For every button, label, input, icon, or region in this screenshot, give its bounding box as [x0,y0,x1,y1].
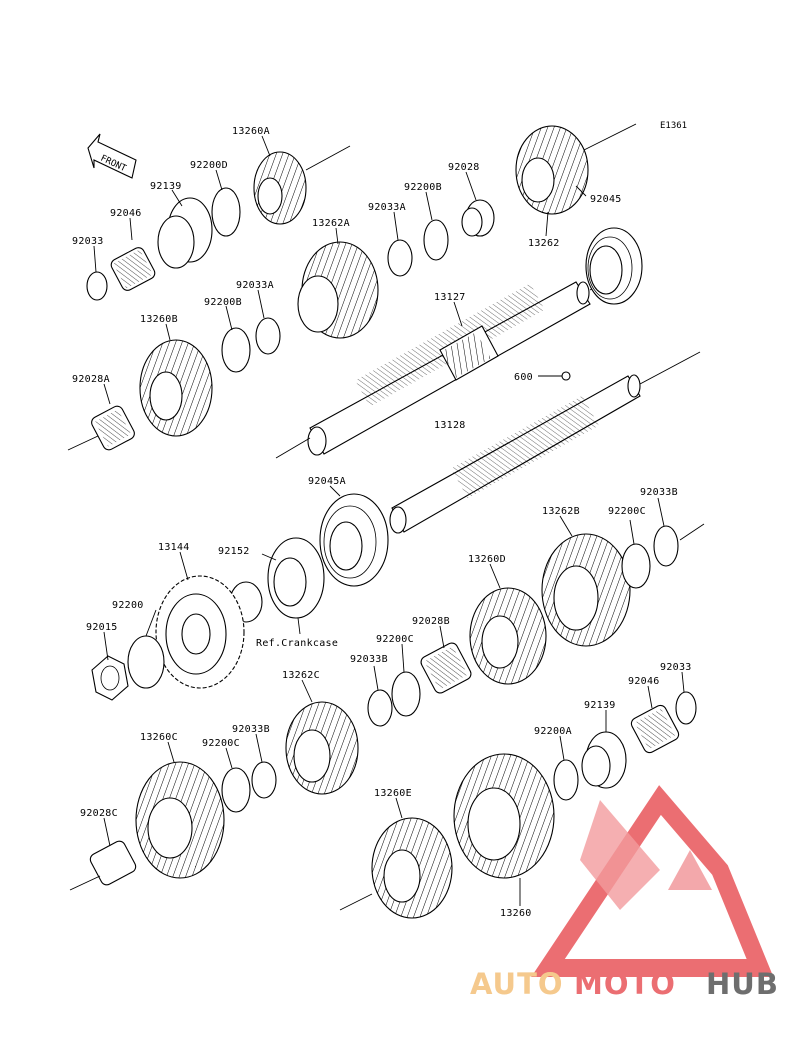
watermark-part1: AUTO [470,967,564,1001]
label-92028B: 92028B [412,616,450,627]
label-600: 600 [514,372,533,383]
label-92033B-mid: 92033B [350,654,388,665]
part-labels: 13260A 92200D 92139 92046 92033 13262A 9… [72,126,692,919]
label-13262B: 13262B [542,506,580,517]
diagram-code: E1361 [660,121,687,131]
label-92045: 92045 [590,194,622,205]
label-92046-right: 92046 [628,676,660,687]
label-13260D: 13260D [468,554,506,565]
label-92200: 92200 [112,600,144,611]
label-92028: 92028 [448,162,480,173]
washer-92200 [127,635,165,689]
label-13260A: 13260A [232,126,270,137]
label-92200C-mid: 92200C [376,634,414,645]
seal-92152 [267,537,325,619]
label-92046-top: 92046 [110,208,142,219]
gear-13262C [285,701,359,795]
shaft-13128 [389,351,701,534]
label-92200C-left: 92200C [202,738,240,749]
circlip-92033-right [675,691,697,725]
label-13144: 13144 [158,542,190,553]
label-ref-crankcase: Ref.Crankcase [256,638,338,649]
label-13262A: 13262A [312,218,350,229]
bushing-92028C [89,840,137,886]
label-13260B: 13260B [140,314,178,325]
bushing-92028 [461,199,495,237]
bushing-92028B [420,642,472,694]
gear-13260D [469,587,547,685]
shaft-13127 [275,265,635,459]
needle-bearing-92046-right [630,704,680,754]
needle-bearing-92046 [110,247,156,291]
label-92139-top: 92139 [150,181,182,192]
nut-92015 [91,655,129,701]
label-13262: 13262 [528,238,560,249]
label-13260: 13260 [500,908,532,919]
label-92033A-mid: 92033A [368,202,406,213]
label-92200B-left: 92200B [204,297,242,308]
label-92033-right: 92033 [660,662,692,673]
washer-92200C-mid [391,671,421,717]
label-92033A-left: 92033A [236,280,274,291]
label-13260C: 13260C [140,732,178,743]
circlip-92033B-mid [367,689,393,727]
label-92139-right: 92139 [584,700,616,711]
bearing-92045A [319,493,389,587]
gear-13262 [515,125,589,215]
watermark-part2: MOTO [574,967,676,1001]
washer-92200C-right [621,543,651,589]
label-13262C: 13262C [282,670,320,681]
washer-92200A [553,759,579,801]
circlip-92033A-left [255,317,281,355]
label-13127: 13127 [434,292,466,303]
label-92200A: 92200A [534,726,572,737]
washer-92200B-left [221,327,251,373]
label-13128: 13128 [434,420,466,431]
front-arrow-icon: FRONT [87,133,137,179]
sprocket-13144 [155,575,245,689]
gear-13260A [253,151,307,225]
label-13260E: 13260E [374,788,412,799]
circlip-92033A-mid [387,239,413,277]
washer-92200C-left [221,767,251,813]
label-92015: 92015 [86,622,118,633]
circlip-92033B-left [251,761,277,799]
ball-600 [561,371,571,381]
label-92200B-top: 92200B [404,182,442,193]
washer-92200B-top [423,219,449,261]
washer-92200D [211,187,241,237]
gear-13262A [297,241,379,339]
label-92200C-right: 92200C [608,506,646,517]
bushing-92139-right [581,731,627,789]
gear-13262B [541,533,631,647]
label-92033B-right: 92033B [640,487,678,498]
bushing-92028A [91,405,135,451]
gear-13260C [135,761,225,879]
leader-lines [93,135,685,906]
bearing-92045 [585,227,643,305]
label-92200D: 92200D [190,160,228,171]
label-92033B-left: 92033B [232,724,270,735]
gear-13260 [453,753,555,879]
label-92028A: 92028A [72,374,110,385]
label-92152: 92152 [218,546,250,557]
label-92028C: 92028C [80,808,118,819]
label-92045A: 92045A [308,476,346,487]
automotohub-logo: AUTO MOTO HUB [470,785,779,1001]
bushing-92139 [157,197,213,269]
gear-13260B [139,339,213,437]
watermark-part3: HUB [706,967,779,1001]
circlip-92033 [86,271,108,301]
label-92033-top: 92033 [72,236,104,247]
gear-13260E [371,817,453,919]
circlip-92033B-right [653,525,679,567]
